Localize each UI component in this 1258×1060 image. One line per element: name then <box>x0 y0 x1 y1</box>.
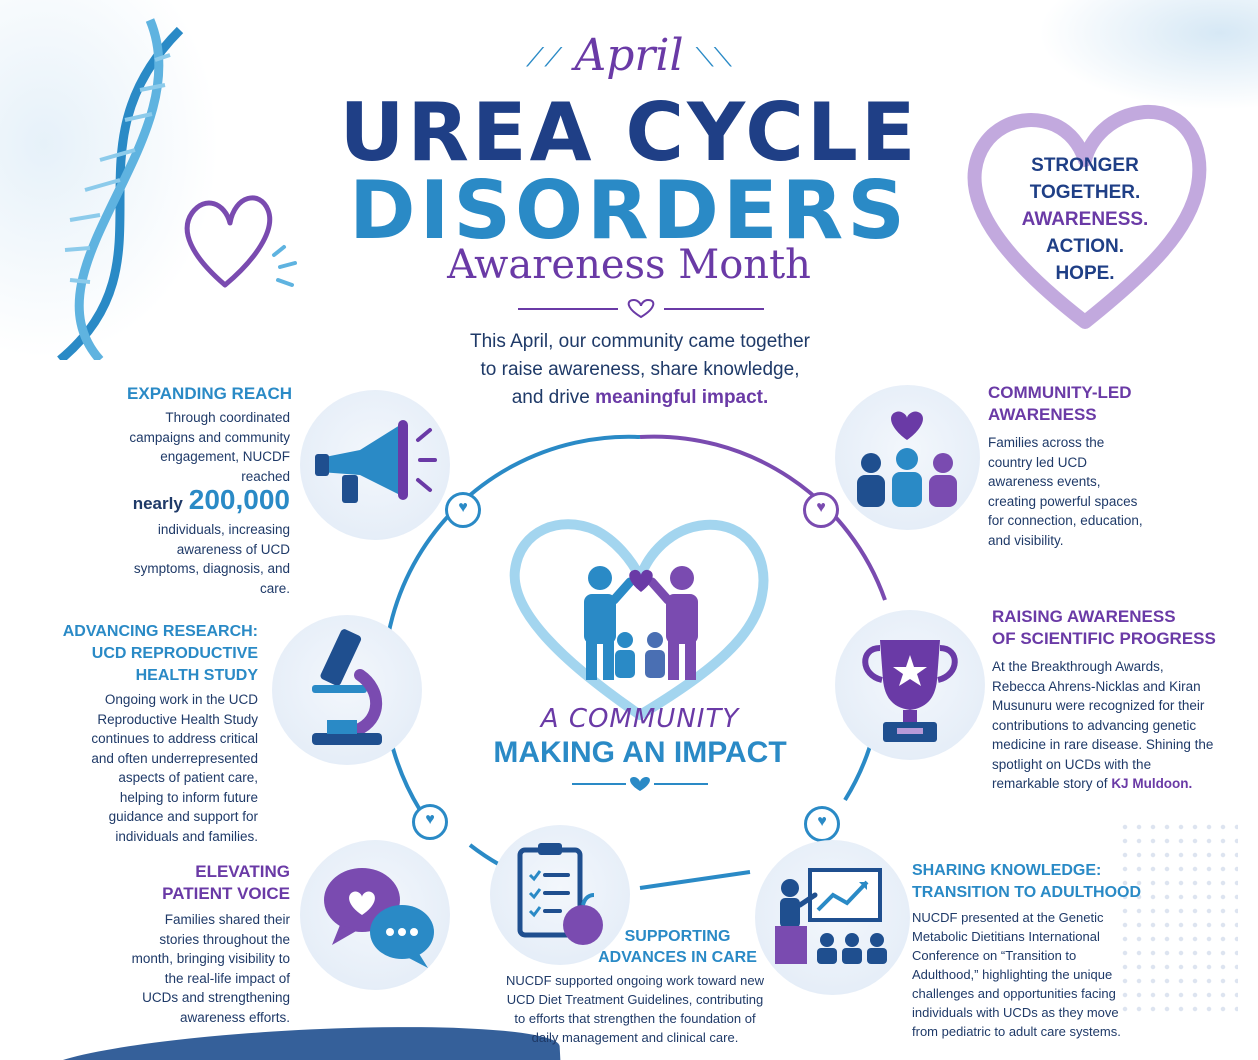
family-heart-icon <box>509 519 769 720</box>
megaphone-icon <box>315 420 437 503</box>
expanding-reach-body: Through coordinated campaigns and commun… <box>129 410 290 484</box>
scientific-progress-title-line-1: RAISING AWARENESS <box>992 607 1176 626</box>
sharing-knowledge-title: SHARING KNOWLEDGE: TRANSITION TO ADULTHO… <box>912 860 1162 904</box>
advances-in-care-title: SUPPORTING ADVANCES IN CARE <box>590 926 765 968</box>
advances-in-care-title-line-2: ADVANCES IN CARE <box>598 949 757 966</box>
presentation-disc <box>755 840 910 995</box>
trophy-disc <box>835 610 985 760</box>
community-led-body: Families across the country led UCD awar… <box>988 435 1143 548</box>
center-divider <box>572 777 708 791</box>
chat-bubbles-icon <box>324 868 434 968</box>
stat-number: 200,000 <box>188 484 290 515</box>
month-label: April <box>574 30 684 81</box>
presentation-chart-icon <box>775 868 887 964</box>
community-disc <box>835 385 980 530</box>
patient-voice-title-line-2: PATIENT VOICE <box>162 884 290 903</box>
community-led-title: COMMUNITY-LED AWARENESS <box>988 382 1188 426</box>
expanding-reach-body-after: individuals, increasing awareness of UCD… <box>133 522 290 596</box>
center-label-impact: MAKING AN IMPACT <box>493 736 787 769</box>
ring-node-heart-icon: ♥ <box>803 492 839 528</box>
scientific-progress-title: RAISING AWARENESS OF SCIENTIFIC PROGRESS <box>992 606 1222 650</box>
header-accent-left: ⟋⟋ <box>526 43 563 73</box>
heart-brush-icon <box>967 104 1207 329</box>
ring-node-heart-icon: ♥ <box>804 806 840 842</box>
intro-line-1: This April, our community came together <box>469 331 811 352</box>
expanding-reach-title: EXPANDING REACH <box>127 384 292 403</box>
scientific-progress-title-line-2: OF SCIENTIFIC PROGRESS <box>992 629 1216 648</box>
sharing-knowledge-title-line-1: SHARING KNOWLEDGE: <box>912 862 1102 879</box>
title-divider <box>518 298 764 319</box>
scientific-progress-body: At the Breakthrough Awards, Rebecca Ahre… <box>992 657 1217 794</box>
header-month: ⟋⟋ April ⟍⟍ <box>0 30 1258 81</box>
clipboard-disc <box>490 825 630 965</box>
chat-disc <box>300 840 450 990</box>
sharing-knowledge-title-line-2: TRANSITION TO ADULTHOOD <box>912 884 1142 901</box>
tagline-line-4: ACTION. <box>1045 236 1125 257</box>
sharing-knowledge-body: NUCDF presented at the Genetic Metabolic… <box>912 910 1121 1039</box>
community-led-title-line-1: COMMUNITY-LED <box>988 383 1132 402</box>
advances-in-care-body: NUCDF supported ongoing work toward new … <box>506 973 764 1045</box>
tagline-line-5: HOPE. <box>1055 263 1115 284</box>
microscope-disc <box>272 615 422 765</box>
tagline-line-1: STRONGER <box>1031 155 1139 176</box>
community-led-title-line-2: AWARENESS <box>988 405 1097 424</box>
title-line-1: UREA CYCLE <box>339 86 919 179</box>
intro-paragraph: This April, our community came together … <box>400 328 880 412</box>
header-accent-right: ⟍⟍ <box>695 43 732 73</box>
ring-node-heart-icon: ♥ <box>412 804 448 840</box>
advancing-research-title-line-3: HEALTH STUDY <box>135 667 258 684</box>
intro-accent: meaningful impact. <box>595 387 769 408</box>
advancing-research-body: Ongoing work in the UCD Reproductive Hea… <box>91 692 258 844</box>
dna-helix-icon <box>57 18 184 360</box>
patient-voice-title: ELEVATING PATIENT VOICE <box>140 861 290 905</box>
background-wave <box>38 1016 562 1060</box>
center-label-community: A COMMUNITY <box>540 704 740 734</box>
advancing-research-title: ADVANCING RESEARCH: UCD REPRODUCTIVE HEA… <box>60 621 258 687</box>
trophy-icon <box>862 640 958 742</box>
advancing-research-title-line-1: ADVANCING RESEARCH: <box>62 623 258 640</box>
microscope-icon <box>312 629 383 745</box>
scientific-progress-text: At the Breakthrough Awards, Rebecca Ahre… <box>992 659 1214 791</box>
ring-node-heart-icon: ♥ <box>445 492 481 528</box>
title-line-2: DISORDERS <box>349 164 909 257</box>
heart-outline-icon <box>184 195 297 288</box>
expanding-reach-stat: nearly 200,000 <box>110 484 290 516</box>
subtitle: Awareness Month <box>447 242 811 288</box>
stat-prefix: nearly <box>132 494 183 513</box>
intro-line-3-prefix: and drive <box>511 387 596 408</box>
clipboard-apple-icon <box>517 843 603 945</box>
dot-pattern <box>1118 820 1238 1020</box>
advancing-research-title-line-2: UCD REPRODUCTIVE <box>91 645 258 662</box>
scientific-progress-highlight: KJ Muldoon. <box>1111 776 1193 791</box>
community-people-icon <box>857 411 957 507</box>
megaphone-disc <box>300 390 450 540</box>
tagline-line-2: TOGETHER. <box>1029 182 1141 203</box>
advances-in-care-title-line-1: SUPPORTING <box>624 928 731 945</box>
patient-voice-title-line-1: ELEVATING <box>195 862 290 881</box>
tagline-line-3: AWARENESS. <box>1021 209 1149 230</box>
background-wash-right <box>1038 0 1258 110</box>
patient-voice-body: Families shared their stories throughout… <box>131 912 290 1025</box>
intro-line-2: to raise awareness, share knowledge, <box>480 359 800 380</box>
intro-line-3: and drive meaningful impact. <box>400 384 880 412</box>
tagline: STRONGER TOGETHER. AWARENESS. ACTION. HO… <box>980 152 1190 287</box>
